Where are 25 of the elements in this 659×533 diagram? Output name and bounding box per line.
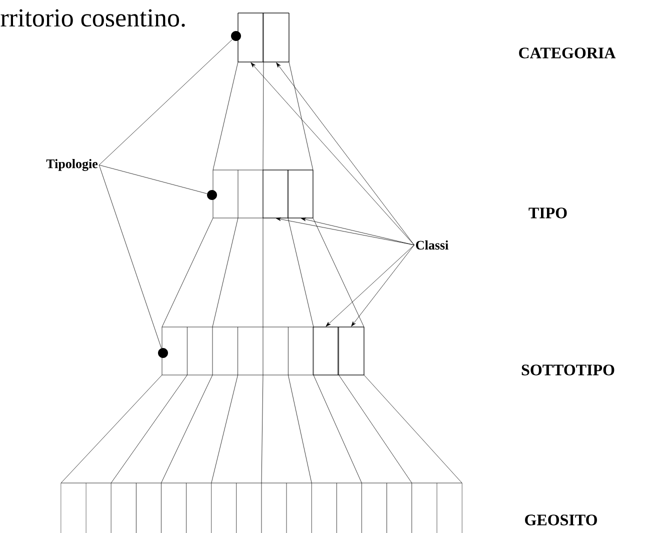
arrow bbox=[351, 244, 414, 326]
dot-marker bbox=[231, 31, 241, 41]
dot-marker bbox=[207, 190, 217, 200]
arrow bbox=[300, 218, 414, 246]
callout-text: Tipologie bbox=[46, 159, 98, 171]
grid-cell bbox=[312, 326, 338, 376]
level-label: SOTTOTIPO bbox=[522, 364, 614, 376]
callout-text: Classi bbox=[416, 240, 448, 250]
arrow bbox=[326, 244, 414, 327]
grid-cell bbox=[288, 170, 314, 218]
leader-line bbox=[98, 164, 208, 194]
arrow bbox=[276, 62, 414, 246]
level-label: CATEGORIA bbox=[519, 48, 616, 58]
level-label: GEOSITO bbox=[525, 514, 597, 526]
grid-cell bbox=[262, 12, 290, 62]
arrow bbox=[250, 62, 414, 246]
grid-cell bbox=[238, 12, 264, 62]
grid-cell bbox=[338, 326, 364, 376]
level-label: TIPO bbox=[528, 208, 567, 218]
leader-line bbox=[98, 39, 232, 166]
arrow bbox=[276, 217, 414, 246]
page-text: rritorio cosentino. bbox=[0, 9, 185, 27]
dot-marker bbox=[158, 348, 168, 358]
leader-line bbox=[98, 164, 162, 348]
grid-cell bbox=[262, 170, 288, 218]
